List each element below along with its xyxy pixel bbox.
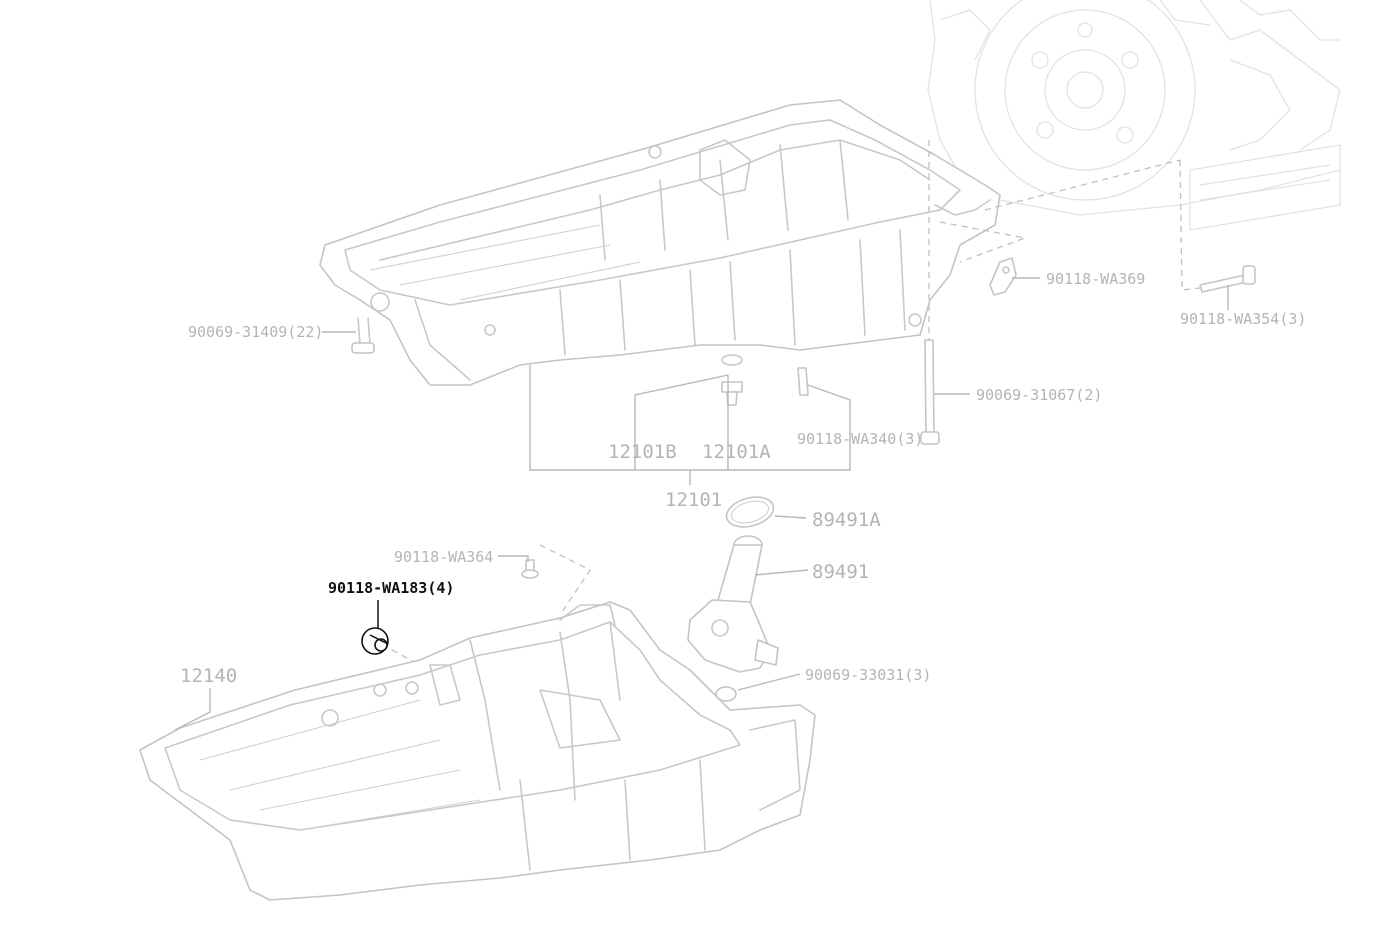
bolt-90069-31409-shape[interactable] bbox=[351, 317, 375, 354]
label-90069-31409[interactable]: 90069-31409(22) bbox=[188, 323, 323, 341]
label-89491[interactable]: 89491 bbox=[812, 561, 869, 583]
bolt-90069-31067-shape[interactable] bbox=[920, 339, 940, 445]
label-90118-wa364[interactable]: 90118-WA364 bbox=[394, 548, 493, 566]
label-90118-wa354[interactable]: 90118-WA354(3) bbox=[1180, 310, 1306, 328]
engine-block-outline bbox=[927, 0, 1341, 231]
label-12101a[interactable]: 12101A bbox=[702, 441, 771, 463]
label-90118-wa369[interactable]: 90118-WA369 bbox=[1046, 270, 1145, 288]
label-90069-31067[interactable]: 90069-31067(2) bbox=[976, 386, 1102, 404]
label-90118-wa183[interactable]: 90118-WA183(4) bbox=[328, 579, 454, 597]
bracket-90118-wa369-shape[interactable] bbox=[989, 257, 1017, 296]
bolt-90069-33031-shape[interactable] bbox=[715, 686, 737, 702]
stud-90118-wa340-shape[interactable] bbox=[797, 367, 809, 396]
bolt-90118-wa364-shape[interactable] bbox=[521, 559, 539, 579]
oil-level-sensor-89491-shape[interactable] bbox=[687, 535, 779, 673]
bolt-90118-wa183-shape[interactable] bbox=[361, 627, 389, 655]
label-90069-33031[interactable]: 90069-33031(3) bbox=[805, 666, 931, 684]
upper-oil-pan-12101[interactable] bbox=[319, 99, 1001, 386]
label-12101[interactable]: 12101 bbox=[665, 489, 722, 511]
drain-plug-12101a-shape[interactable] bbox=[721, 354, 743, 406]
label-12101b[interactable]: 12101B bbox=[608, 441, 677, 463]
label-12140[interactable]: 12140 bbox=[180, 665, 237, 687]
label-89491a[interactable]: 89491A bbox=[812, 509, 881, 531]
oring-89491a-shape[interactable] bbox=[723, 492, 777, 531]
bolt-90118-wa354-shape[interactable] bbox=[1199, 265, 1256, 293]
label-90118-wa340[interactable]: 90118-WA340(3) bbox=[797, 430, 923, 448]
lower-oil-pan-12140[interactable] bbox=[139, 601, 816, 901]
